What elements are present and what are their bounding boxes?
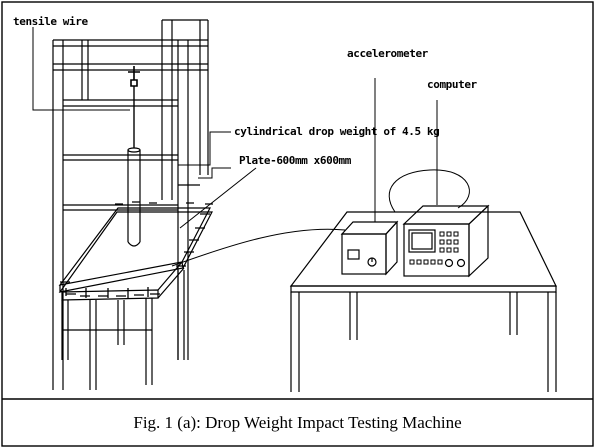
figure-caption: Fig. 1 (a): Drop Weight Impact Testing M… xyxy=(133,413,462,432)
leader-lines xyxy=(32,27,438,229)
test-plate-assembly xyxy=(58,201,213,390)
drop-weight-label: cylindrical drop weight of 4.5 kg xyxy=(234,125,440,138)
computer-unit xyxy=(402,204,490,278)
sensor-cable xyxy=(171,228,346,267)
plate-label: Plate-600mm x600mm xyxy=(239,154,352,167)
data-cable xyxy=(388,169,470,213)
instrument-table xyxy=(289,211,557,392)
accelerometer-label: accelerometer xyxy=(347,47,428,60)
computer-label: computer xyxy=(427,78,477,91)
accelerometer-unit xyxy=(340,220,399,276)
cylindrical-drop-weight xyxy=(127,147,141,247)
tensile-wire-label: tensile wire xyxy=(13,15,88,28)
drop-tower-frame xyxy=(52,19,209,390)
